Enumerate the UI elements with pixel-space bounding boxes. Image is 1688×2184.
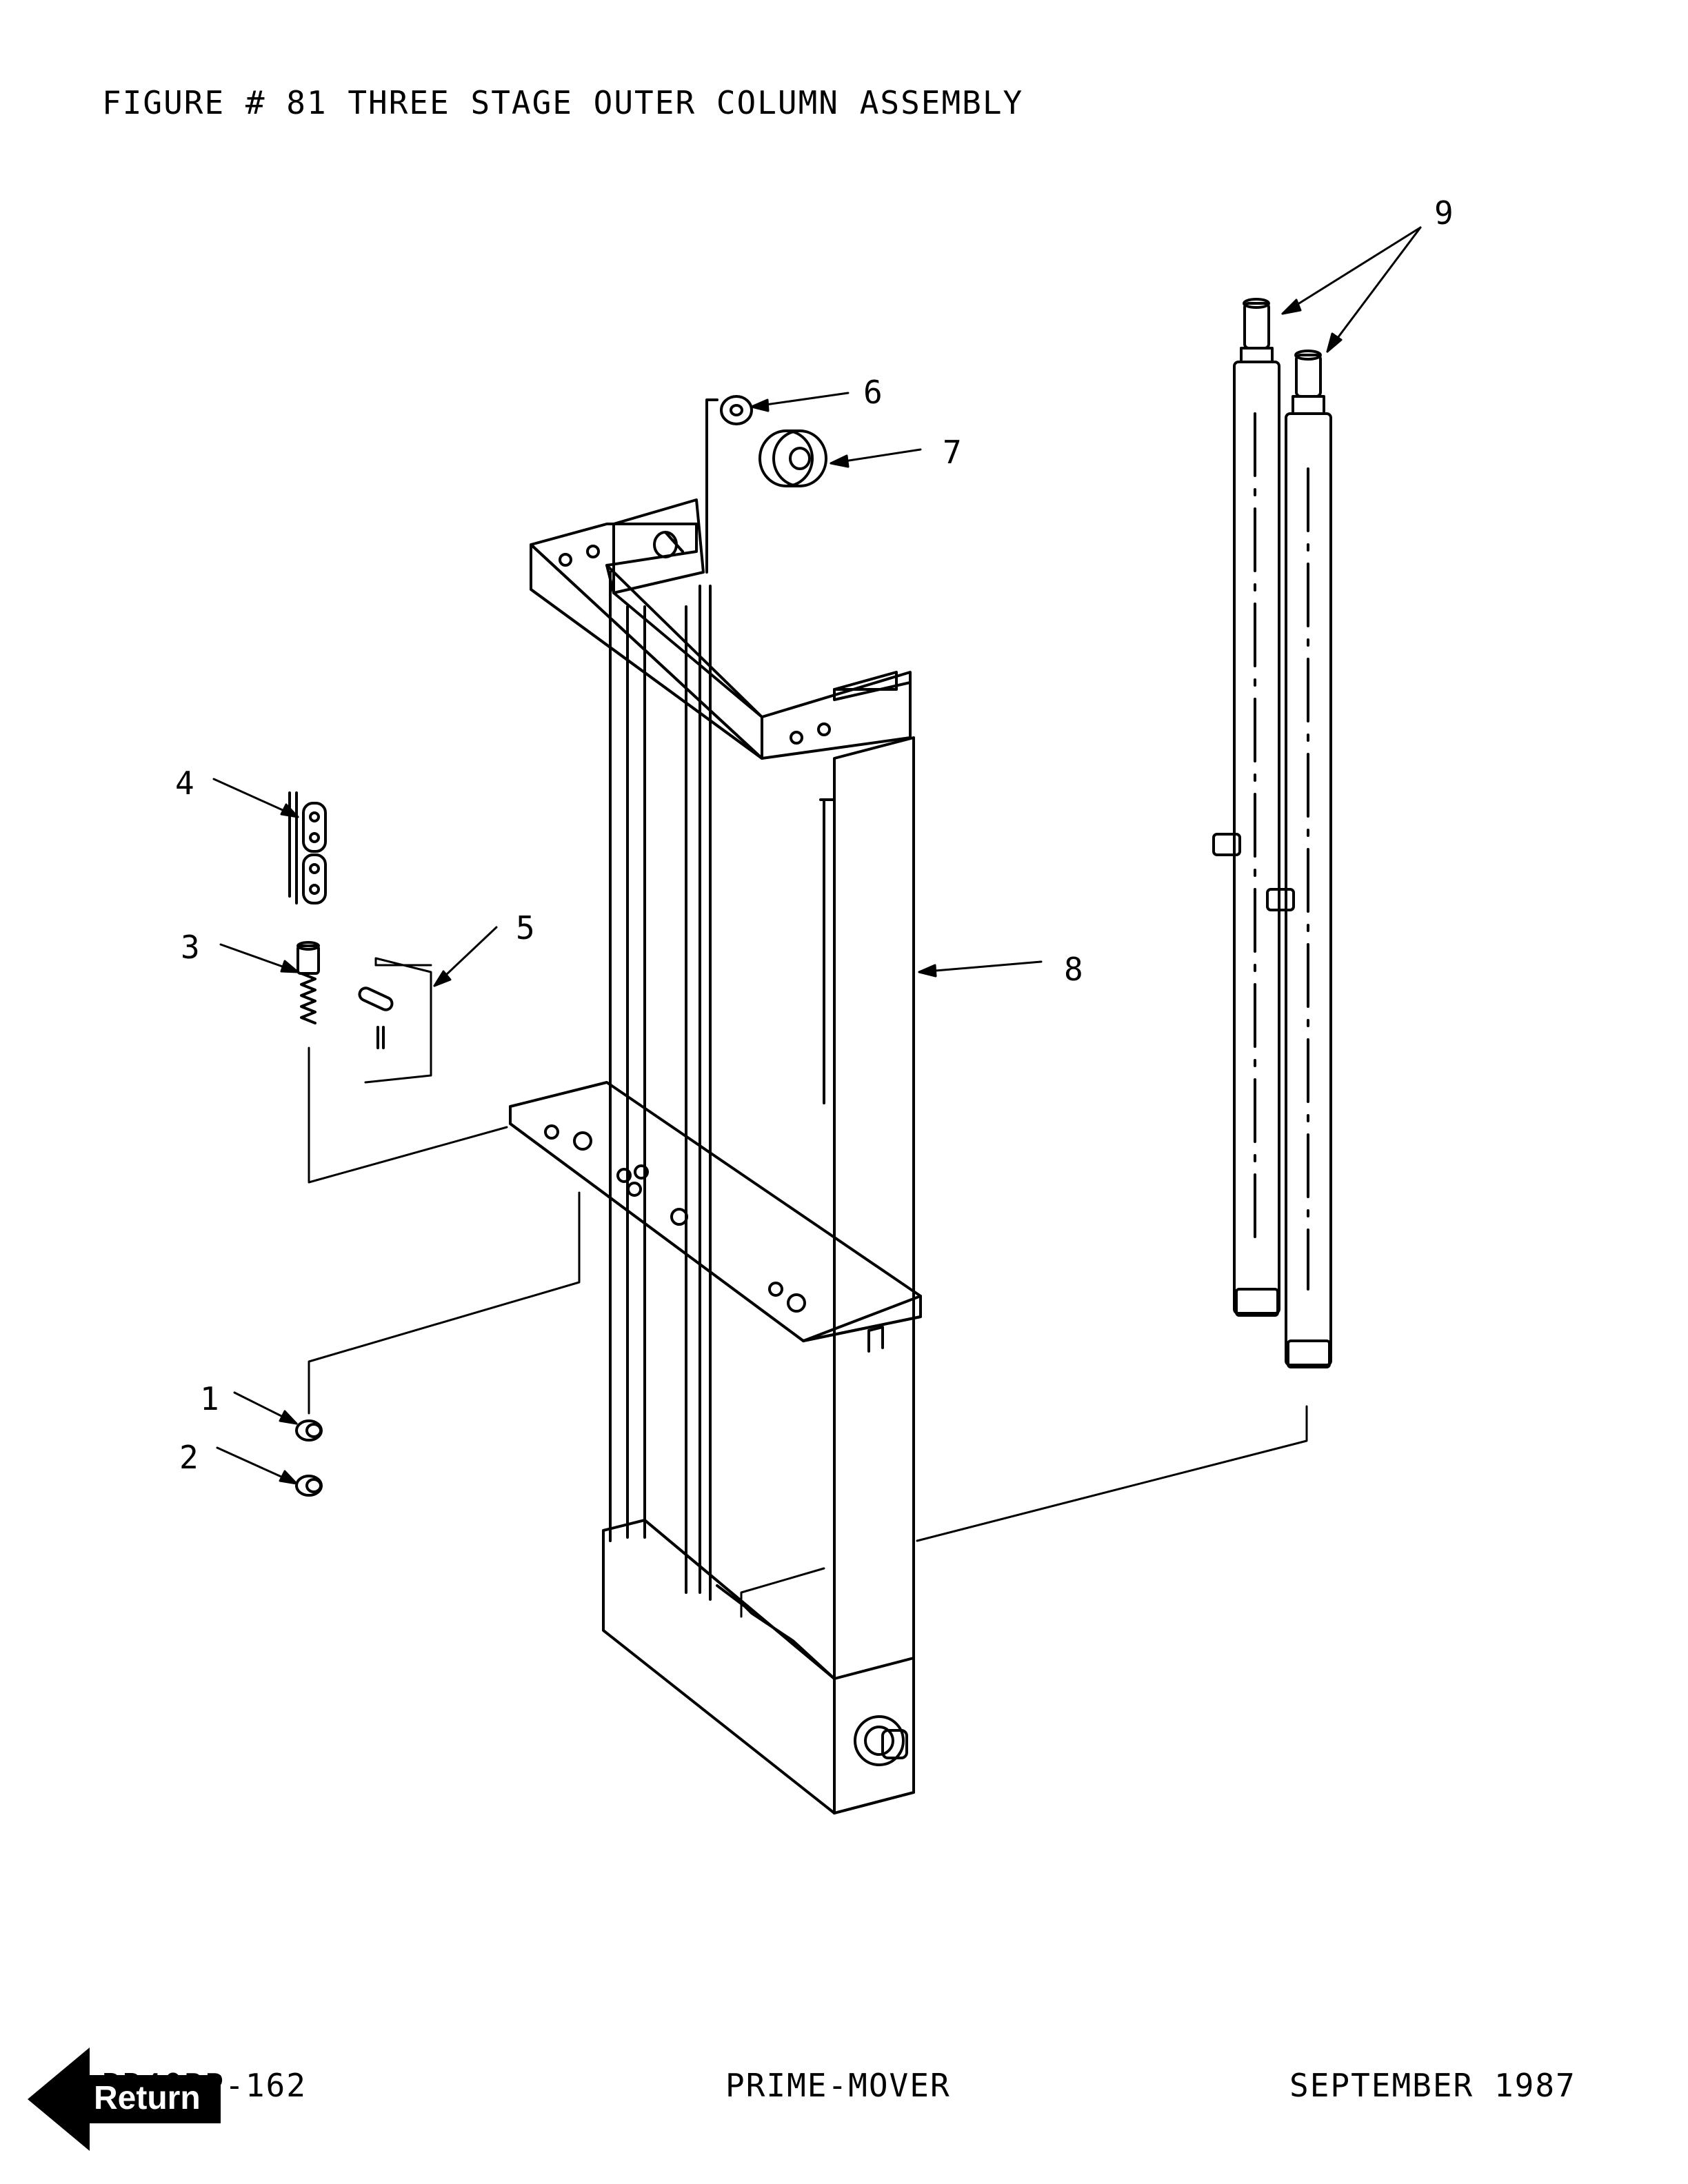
anchor-bolt-part	[297, 941, 320, 1024]
return-button[interactable]: Return	[28, 2048, 228, 2151]
publication-date: SEPTEMBER 1987	[1289, 2067, 1576, 2104]
company-name: PRIME-MOVER	[725, 2067, 951, 2104]
washer-part	[720, 395, 753, 425]
callout-1: 1	[200, 1380, 219, 1417]
assembly-lines	[308, 957, 1308, 1618]
page-title: FIGURE # 81 THREE STAGE OUTER COLUMN ASS…	[102, 84, 1024, 121]
roller-bearing-part	[758, 429, 827, 487]
callout-labels: 1 2 3 4 5 6 7 8 9	[175, 194, 1454, 1476]
return-label: Return	[94, 2080, 201, 2116]
left-arrow-icon	[28, 2048, 221, 2151]
cylinder-pair	[1212, 298, 1332, 1368]
chain-link-part	[288, 791, 327, 904]
callout-arrows	[212, 226, 1422, 1485]
callout-2: 2	[179, 1439, 199, 1476]
callout-6: 6	[863, 374, 883, 411]
callout-3: 3	[181, 929, 200, 966]
callout-9: 9	[1434, 194, 1454, 232]
pin-part	[358, 987, 394, 1049]
callout-5: 5	[516, 909, 535, 947]
callout-4: 4	[175, 765, 194, 802]
callout-8: 8	[1064, 951, 1083, 988]
nut-part	[295, 1419, 323, 1497]
outer-column-frame	[509, 498, 922, 1814]
callout-7: 7	[943, 434, 962, 471]
